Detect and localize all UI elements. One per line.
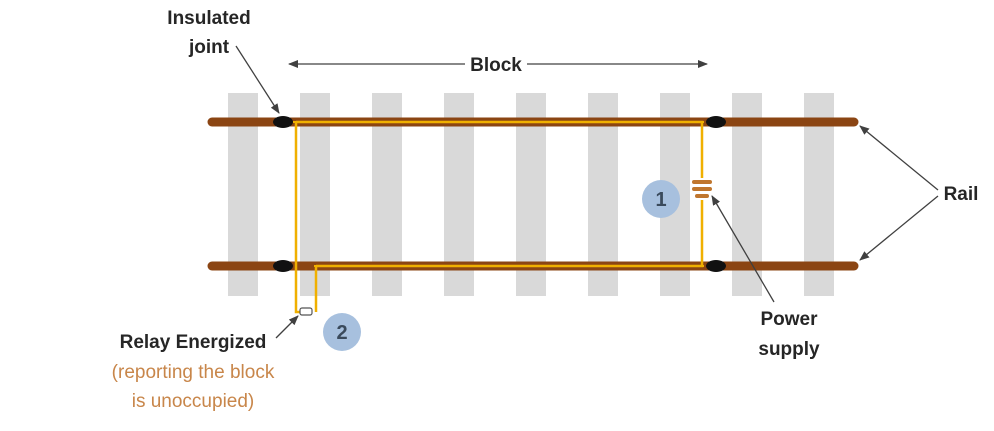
insulated-joint-arrow (235, 45, 280, 114)
track-circuit-wiring (294, 120, 704, 314)
relay-badge-number: 2 (336, 322, 347, 344)
battery-icon (692, 180, 712, 198)
relay-note-line2: is unoccupied) (132, 391, 255, 412)
power-supply-badge: 1 (642, 180, 680, 218)
rail-arrow-top (859, 125, 939, 191)
insulated-joint (706, 260, 726, 272)
relay-arrow (275, 315, 299, 339)
rail-label: Rail (944, 184, 979, 205)
rail-arrow-bottom (859, 195, 939, 261)
power-supply-label-line1: Power (760, 309, 818, 330)
relay-energized-label: Relay Energized (120, 332, 267, 353)
relay-icon (299, 307, 313, 316)
insulated-joint-label-line1: Insulated (167, 8, 250, 29)
relay-note-line1: (reporting the block (112, 362, 275, 383)
power-supply-arrow (711, 195, 775, 303)
power-supply-label-line2: supply (758, 339, 820, 360)
block-label: Block (470, 55, 522, 76)
power-supply-badge-number: 1 (655, 189, 666, 211)
insulated-joint-label-line2: joint (188, 37, 230, 58)
pointer-arrows (235, 45, 939, 339)
relay-badge: 2 (323, 313, 361, 351)
insulated-joints (273, 116, 726, 272)
insulated-joint (273, 260, 293, 272)
insulated-joint (273, 116, 293, 128)
insulated-joint (706, 116, 726, 128)
